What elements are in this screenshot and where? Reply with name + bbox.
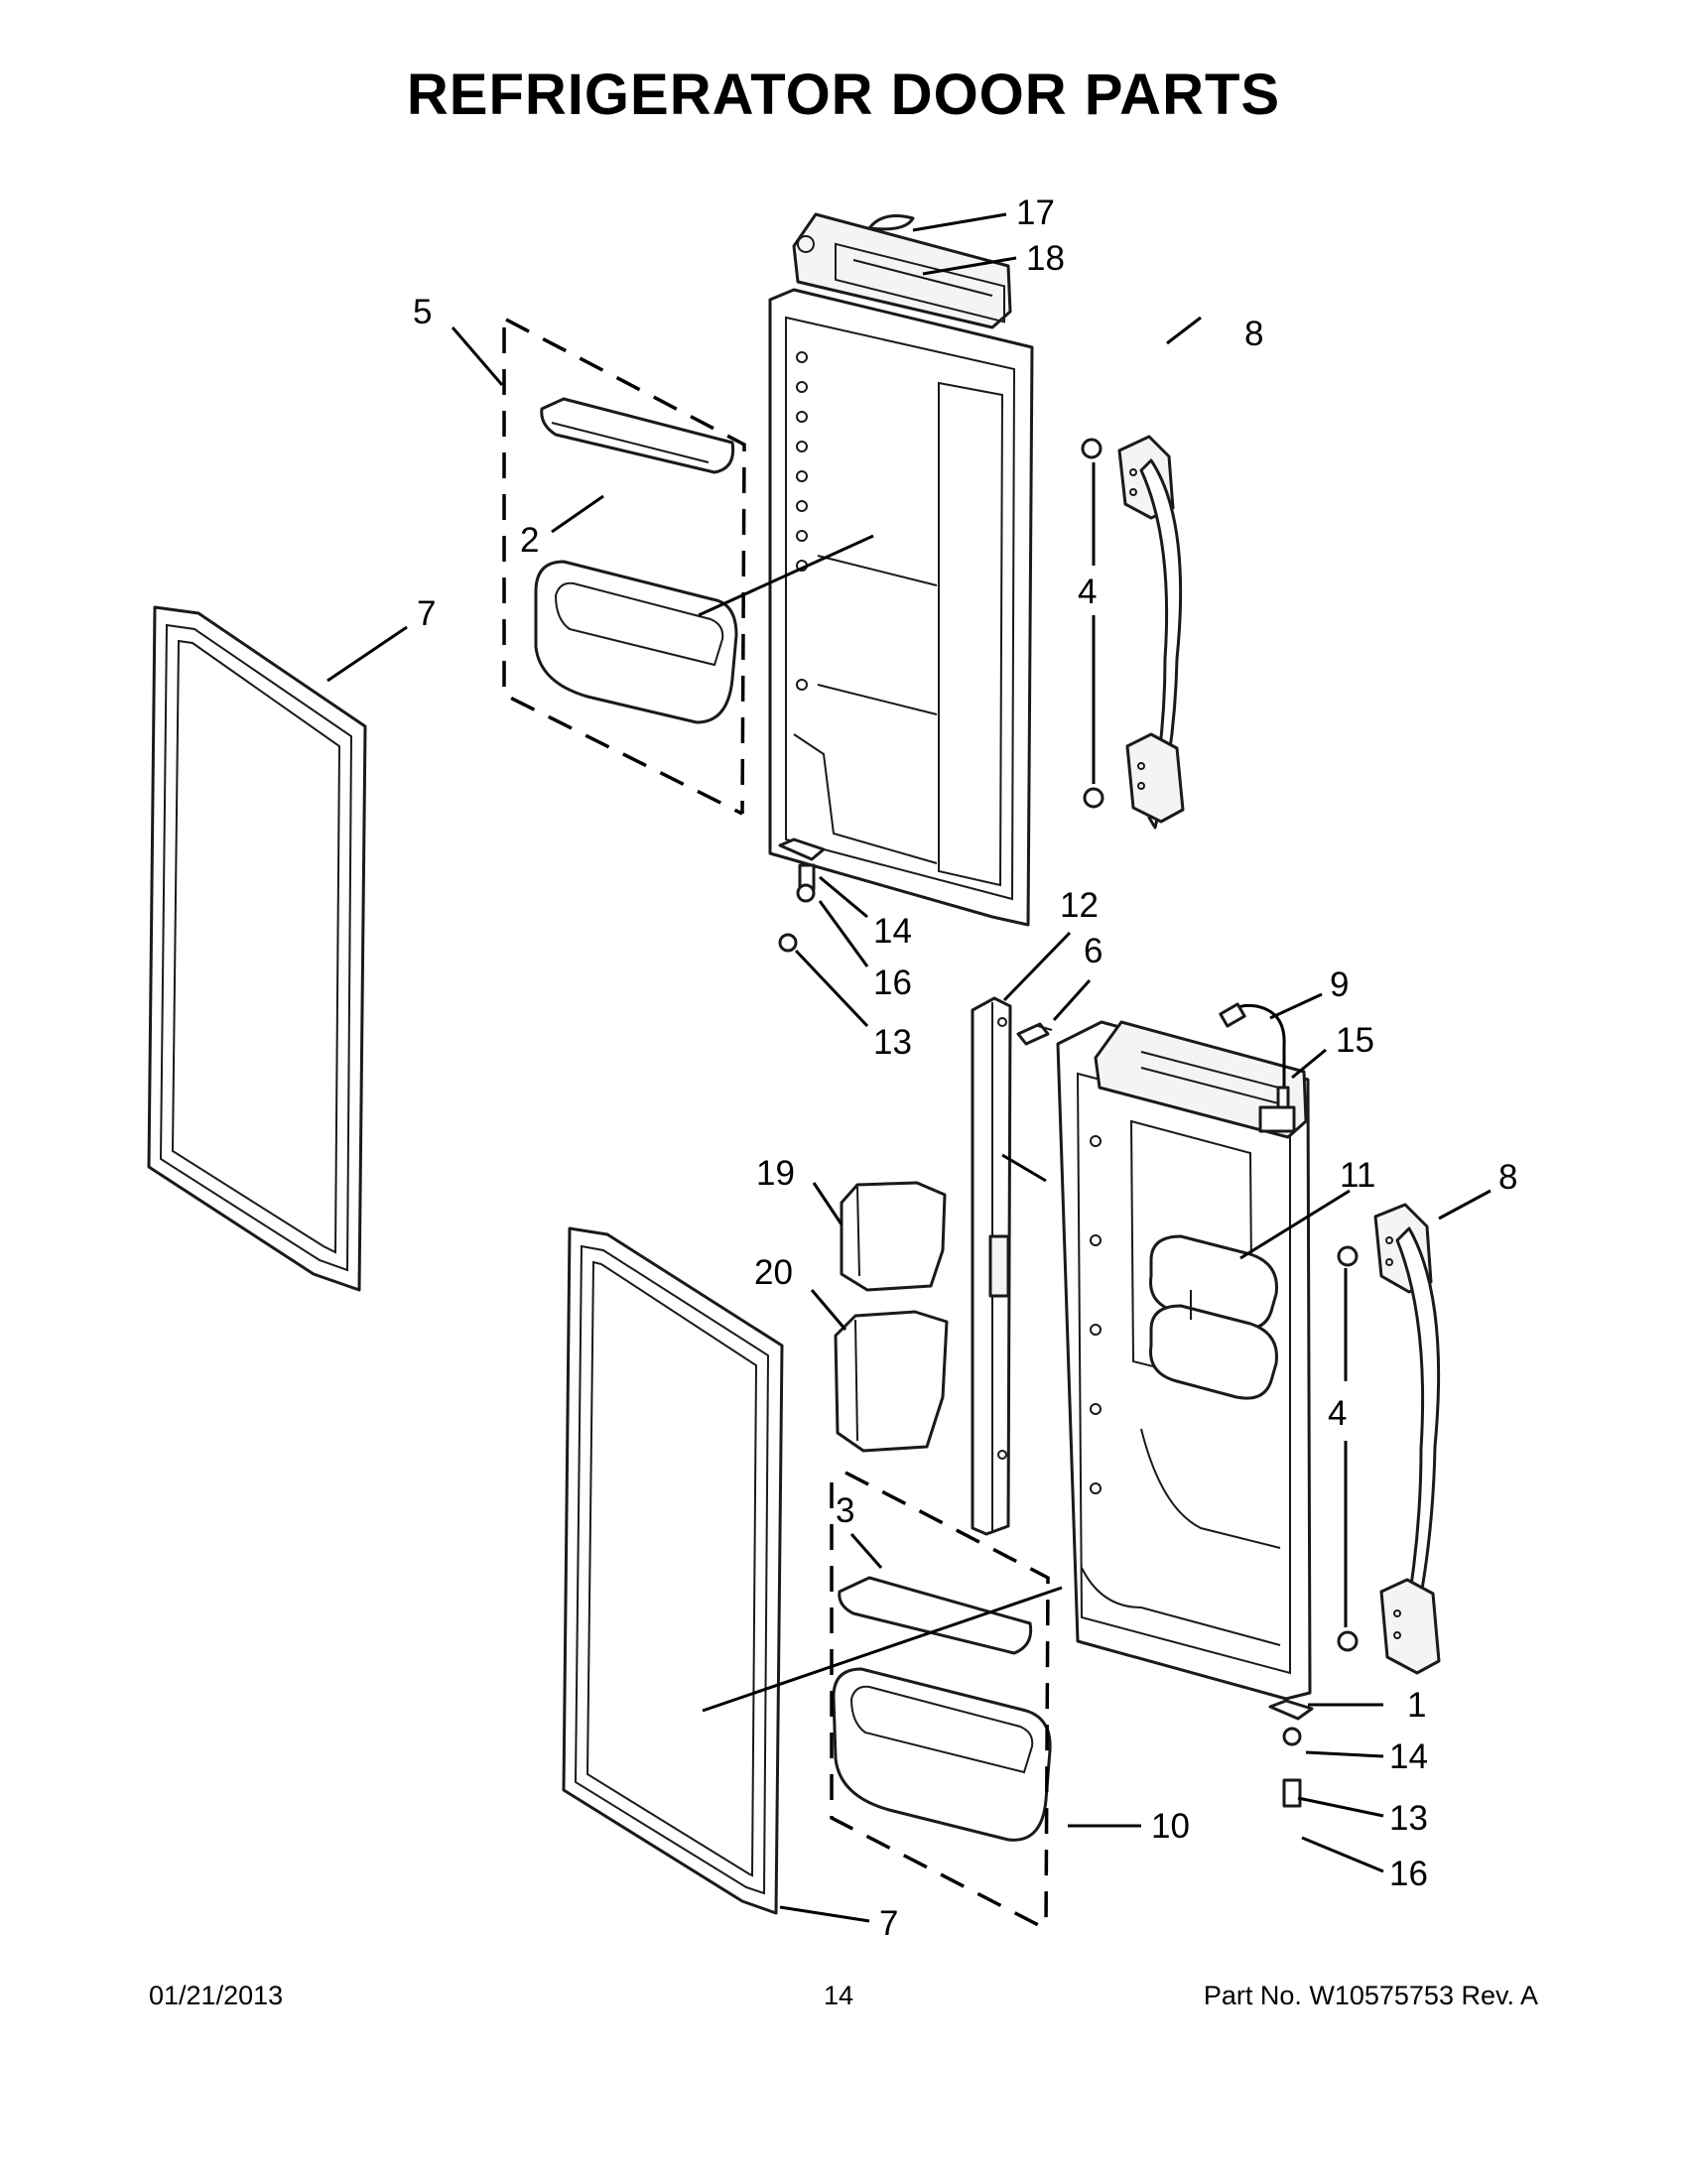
- callout-12: 12: [1060, 886, 1099, 925]
- page-title: REFRIGERATOR DOOR PARTS: [406, 63, 1281, 127]
- footer-page-number: 14: [824, 1981, 854, 2010]
- door-gasket-left: [147, 605, 367, 1292]
- door-bin-19: [840, 1181, 947, 1292]
- callout-15: 15: [1336, 1021, 1374, 1060]
- callout-20: 20: [754, 1253, 793, 1292]
- lower-hinge-cover: [1094, 1020, 1308, 1139]
- door-handle-upper: [1117, 435, 1185, 830]
- footer-part-number: Part No. W10575753 Rev. A: [1203, 1981, 1538, 2010]
- door-bin-cover: [540, 397, 735, 474]
- leader-lines: [326, 212, 1492, 1923]
- center-mullion: [971, 996, 1012, 1536]
- callout-17: 17: [1016, 193, 1055, 232]
- hinge-cap: [867, 214, 915, 231]
- tube-fitting: [1276, 1086, 1290, 1109]
- door-bin-upper: [534, 560, 738, 724]
- callout-7-lower: 7: [879, 1904, 898, 1943]
- callout-5: 5: [413, 293, 432, 331]
- callout-2: 2: [520, 521, 539, 560]
- door-handle-lower: [1373, 1203, 1441, 1675]
- upper-hinge-cover: [792, 212, 1012, 329]
- callout-8-upper: 8: [1244, 315, 1263, 353]
- callout-4-upper: 4: [1078, 573, 1097, 611]
- callout-13-lower: 13: [1389, 1799, 1428, 1838]
- door-bin-cover-lower: [838, 1576, 1033, 1655]
- water-tube: [1219, 1002, 1286, 1090]
- callout-9: 9: [1330, 965, 1349, 1004]
- lower-door-bottom-hardware: [1268, 1699, 1314, 1808]
- door-gasket-right: [562, 1226, 784, 1915]
- mullion-screw: [1016, 1022, 1053, 1046]
- door-bin-20: [834, 1310, 949, 1453]
- callout-labels: 17 18 5 8 2 7 4 14 16 13 12 6 9 15 19 11…: [413, 193, 1517, 1943]
- callout-14-lower: 14: [1389, 1737, 1428, 1776]
- callout-6: 6: [1084, 932, 1103, 970]
- callout-16-lower: 16: [1389, 1855, 1428, 1893]
- upper-left-door-liner: [768, 288, 1034, 927]
- bin-group-5-frame: [502, 318, 746, 816]
- callout-10: 10: [1151, 1807, 1190, 1846]
- upper-door-bottom-hardware: [778, 837, 826, 953]
- callout-11: 11: [1340, 1156, 1375, 1195]
- footer-date: 01/21/2013: [149, 1981, 284, 2010]
- handle-screw-upper: [1081, 438, 1104, 809]
- callout-3: 3: [836, 1491, 854, 1530]
- callout-18: 18: [1026, 239, 1065, 278]
- shelf-rail-studs: [796, 351, 808, 691]
- callout-19: 19: [756, 1154, 795, 1193]
- callout-8-lower: 8: [1498, 1158, 1517, 1197]
- bin-group-10-frame: [830, 1471, 1050, 1931]
- callout-16-upper: 16: [873, 964, 912, 1002]
- callout-14-upper: 14: [873, 912, 912, 951]
- callout-13-upper: 13: [873, 1023, 912, 1062]
- ice-dispenser-housing: [1149, 1234, 1278, 1400]
- callout-4-lower: 4: [1328, 1394, 1347, 1433]
- callout-1: 1: [1407, 1686, 1426, 1725]
- door-bin-lower: [832, 1667, 1052, 1842]
- callout-7-upper: 7: [417, 594, 436, 633]
- handle-screw-lower: [1337, 1245, 1359, 1652]
